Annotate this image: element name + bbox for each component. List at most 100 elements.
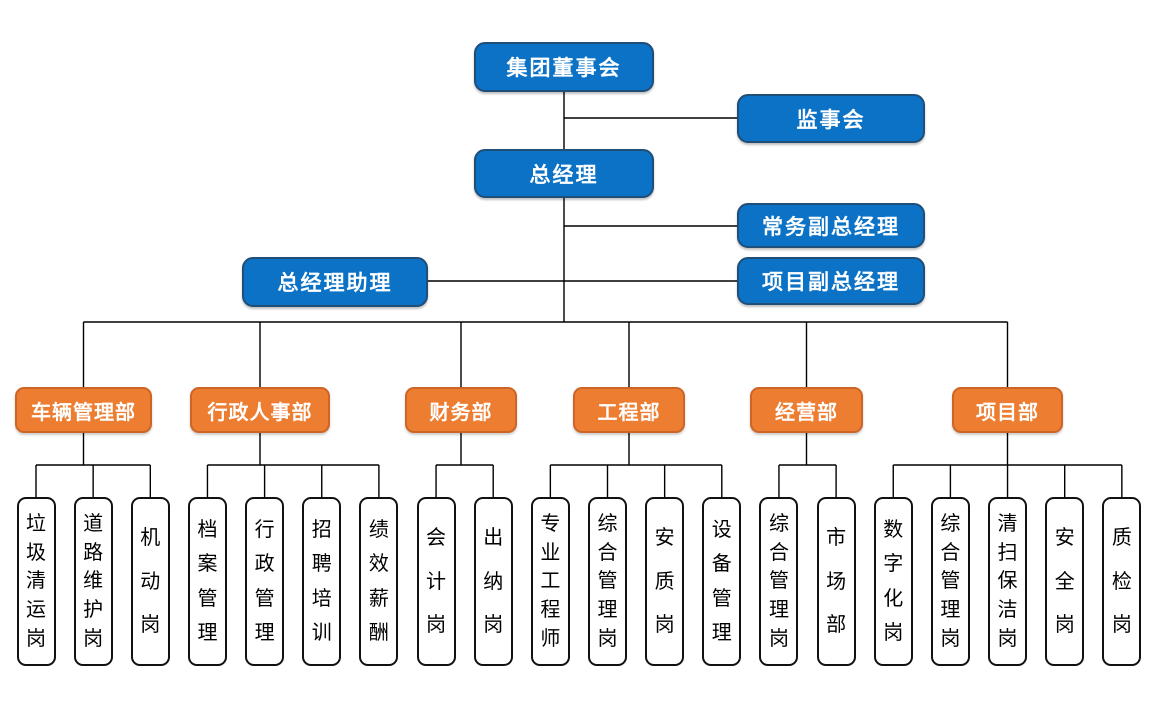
leaf-char: 纳 bbox=[483, 570, 504, 593]
position-box-3-2: 安质岗 bbox=[645, 497, 685, 666]
leaf-char: 机 bbox=[140, 527, 161, 550]
leaf-char: 洁 bbox=[997, 599, 1018, 622]
executive-deputy-gm-box: 常务副总经理 bbox=[737, 203, 925, 248]
leaf-char: 理 bbox=[197, 622, 218, 645]
leaf-char: 保 bbox=[997, 570, 1018, 593]
leaf-char: 岗 bbox=[83, 628, 104, 651]
position-box-5-4: 质检岗 bbox=[1102, 497, 1142, 666]
position-box-1-3: 绩效薪酬 bbox=[359, 497, 399, 666]
position-box-5-0: 数字化岗 bbox=[873, 497, 913, 666]
leaf-char: 岗 bbox=[997, 628, 1018, 651]
position-box-1-0: 档案管理 bbox=[187, 497, 227, 666]
position-box-5-3: 安全岗 bbox=[1045, 497, 1085, 666]
position-box-1-1: 行政管理 bbox=[245, 497, 285, 666]
leaf-char: 合 bbox=[940, 541, 961, 564]
leaf-char: 岗 bbox=[940, 628, 961, 651]
department-box-5: 项目部 bbox=[952, 387, 1063, 433]
leaf-char: 培 bbox=[311, 587, 332, 610]
supervisory-board-box: 监事会 bbox=[737, 94, 925, 143]
leaf-char: 专 bbox=[540, 512, 561, 535]
position-box-0-2: 机动岗 bbox=[130, 497, 170, 666]
general-manager-box: 总经理 bbox=[474, 149, 654, 198]
leaf-char: 政 bbox=[254, 553, 275, 576]
position-box-1-2: 招聘培训 bbox=[302, 497, 342, 666]
leaf-char: 岗 bbox=[883, 622, 904, 645]
position-box-0-0: 垃圾清运岗 bbox=[16, 497, 56, 666]
leaf-char: 岗 bbox=[1054, 613, 1075, 636]
leaf-char: 路 bbox=[83, 541, 104, 564]
department-box-4: 经营部 bbox=[750, 387, 863, 433]
leaf-char: 理 bbox=[254, 622, 275, 645]
leaf-char: 岗 bbox=[483, 613, 504, 636]
leaf-char: 部 bbox=[826, 613, 847, 636]
leaf-char: 会 bbox=[426, 527, 447, 550]
position-box-2-1: 出纳岗 bbox=[473, 497, 513, 666]
leaf-char: 业 bbox=[540, 541, 561, 564]
position-box-4-0: 综合管理岗 bbox=[759, 497, 799, 666]
leaf-char: 管 bbox=[197, 587, 218, 610]
board-of-directors-box: 集团董事会 bbox=[474, 42, 654, 92]
leaf-char: 理 bbox=[768, 599, 789, 622]
leaf-char: 字 bbox=[883, 553, 904, 576]
leaf-char: 档 bbox=[197, 518, 218, 541]
leaf-char: 检 bbox=[1111, 570, 1132, 593]
leaf-char: 管 bbox=[597, 570, 618, 593]
leaf-char: 圾 bbox=[26, 541, 46, 564]
leaf-char: 市 bbox=[826, 527, 847, 550]
leaf-char: 岗 bbox=[140, 613, 161, 636]
gm-assistant-box: 总经理助理 bbox=[242, 257, 428, 307]
leaf-char: 清 bbox=[26, 570, 46, 593]
leaf-char: 理 bbox=[597, 599, 618, 622]
leaf-char: 护 bbox=[83, 599, 104, 622]
leaf-char: 管 bbox=[711, 587, 732, 610]
leaf-char: 安 bbox=[1054, 527, 1075, 550]
leaf-char: 训 bbox=[311, 622, 332, 645]
leaf-char: 计 bbox=[426, 570, 447, 593]
leaf-char: 工 bbox=[540, 570, 561, 593]
leaf-char: 道 bbox=[83, 512, 104, 535]
leaf-char: 设 bbox=[711, 518, 732, 541]
leaf-char: 数 bbox=[883, 518, 904, 541]
leaf-char: 招 bbox=[311, 518, 332, 541]
department-box-3: 工程部 bbox=[573, 387, 685, 433]
leaf-char: 行 bbox=[254, 518, 275, 541]
leaf-char: 扫 bbox=[997, 541, 1018, 564]
leaf-char: 综 bbox=[940, 512, 961, 535]
leaf-char: 管 bbox=[254, 587, 275, 610]
leaf-char: 质 bbox=[1111, 527, 1132, 550]
leaf-char: 质 bbox=[654, 570, 675, 593]
department-box-1: 行政人事部 bbox=[190, 387, 330, 433]
department-box-2: 财务部 bbox=[405, 387, 517, 433]
department-box-0: 车辆管理部 bbox=[15, 387, 152, 433]
leaf-char: 备 bbox=[711, 553, 732, 576]
project-deputy-gm-box: 项目副总经理 bbox=[737, 257, 925, 305]
leaf-char: 全 bbox=[1054, 570, 1075, 593]
leaf-char: 安 bbox=[654, 527, 675, 550]
leaf-char: 管 bbox=[940, 570, 961, 593]
leaf-char: 合 bbox=[597, 541, 618, 564]
leaf-char: 理 bbox=[940, 599, 961, 622]
position-box-4-1: 市场部 bbox=[816, 497, 856, 666]
leaf-char: 垃 bbox=[26, 512, 46, 535]
position-box-3-1: 综合管理岗 bbox=[588, 497, 627, 666]
position-box-5-2: 清扫保洁岗 bbox=[988, 497, 1028, 666]
leaf-char: 绩 bbox=[368, 518, 389, 541]
position-box-3-0: 专业工程师 bbox=[530, 497, 570, 666]
leaf-char: 管 bbox=[768, 570, 789, 593]
position-box-3-3: 设备管理 bbox=[702, 497, 742, 666]
leaf-char: 岗 bbox=[654, 613, 675, 636]
leaf-char: 运 bbox=[26, 599, 46, 622]
leaf-char: 聘 bbox=[311, 553, 332, 576]
leaf-char: 岗 bbox=[426, 613, 447, 636]
leaf-char: 岗 bbox=[768, 628, 789, 651]
leaf-char: 综 bbox=[768, 512, 789, 535]
position-box-5-1: 综合管理岗 bbox=[930, 497, 970, 666]
position-box-0-1: 道路维护岗 bbox=[73, 497, 113, 666]
leaf-char: 程 bbox=[540, 599, 561, 622]
leaf-char: 综 bbox=[597, 512, 618, 535]
leaf-char: 维 bbox=[83, 570, 104, 593]
leaf-char: 场 bbox=[826, 570, 847, 593]
leaf-char: 师 bbox=[540, 628, 561, 651]
leaf-char: 动 bbox=[140, 570, 161, 593]
